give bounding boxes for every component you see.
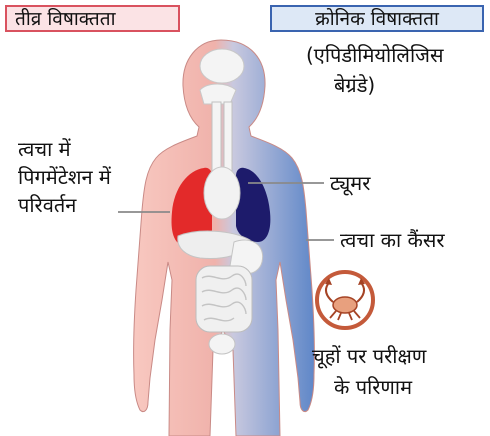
rat-results-label-line1: चूहों पर परीक्षण (312, 343, 426, 369)
skin-pigment-label-line1: त्वचा में (18, 136, 71, 162)
rat-results-label-line2: के परिणाम (334, 374, 412, 400)
skin-pigment-label-line3: परिवर्तन (18, 192, 76, 218)
epidemiology-label-line1: (एपिडीमियोलिजिस (306, 42, 443, 68)
heart (204, 167, 240, 219)
skin-pigment-label-line2: पिगमेंटेशन में (18, 164, 111, 190)
brain (200, 49, 244, 83)
skin-cancer-label: त्वचा का कैंसर (340, 227, 445, 253)
trachea (212, 102, 221, 174)
intestines (196, 266, 252, 332)
tumor-label: ट्यूमर (330, 170, 370, 196)
bladder (209, 334, 235, 354)
nasal-cavity (200, 84, 236, 104)
epidemiology-label-line2: बेग्रंडे) (334, 72, 375, 98)
crab-cancer-icon (317, 272, 373, 328)
